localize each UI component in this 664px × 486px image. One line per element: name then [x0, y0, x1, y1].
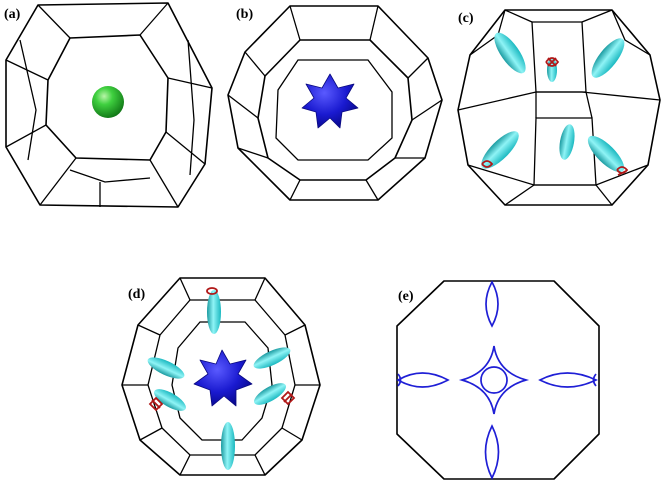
electron-pocket: [587, 135, 625, 173]
pocket-tip-marker: [616, 166, 629, 176]
panel-label-a: (a): [4, 7, 21, 22]
panel-b: (b): [227, 5, 443, 201]
electron-pocket: [481, 131, 519, 169]
brillouin-zone-cross-section: [396, 280, 600, 480]
pocket-tip-marker: [481, 160, 494, 168]
electron-pockets-c: [481, 32, 625, 173]
pocket-contour-left-tip: [397, 373, 402, 387]
pocket-contour-top: [485, 280, 499, 328]
pocket-contour-bottom: [484, 424, 500, 480]
electron-pocket: [559, 124, 575, 160]
star-contour: [458, 345, 530, 415]
panel-c: (c): [457, 9, 661, 206]
pocket-tip-marker: [280, 390, 296, 406]
pocket-tip-marker: [545, 57, 560, 67]
electron-pockets-d: [147, 290, 291, 470]
panel-e: (e): [396, 280, 600, 480]
inner-circle-contour: [480, 366, 508, 394]
pocket-contour-left: [396, 372, 450, 388]
star-shaped-fermi-surface: [193, 349, 253, 407]
electron-pocket: [253, 347, 291, 369]
pocket-tips-d: [148, 287, 296, 412]
brillouin-zone-wireframe-d: [121, 277, 321, 476]
pocket-contour-right-tip: [592, 373, 597, 387]
electron-pocket: [254, 383, 286, 405]
panel-label-b: (b): [236, 7, 253, 22]
pocket-contour-right: [538, 372, 598, 388]
panel-label-c: (c): [458, 11, 474, 26]
electron-pocket: [591, 38, 625, 78]
electron-pocket: [494, 32, 526, 74]
electron-pocket: [154, 389, 186, 411]
fermi-contours-e: [396, 280, 598, 480]
pocket-tip-marker: [148, 396, 164, 412]
brillouin-zone-wireframe-a: [5, 2, 213, 208]
star-shaped-fermi-surface: [301, 73, 359, 129]
electron-pocket: [207, 290, 221, 334]
electron-pocket: [147, 357, 185, 379]
panel-label-e: (e): [398, 289, 414, 304]
brillouin-zone-wireframe-c: [457, 9, 661, 206]
electron-pocket: [221, 422, 235, 470]
panel-a: (a): [4, 2, 213, 208]
panel-label-d: (d): [128, 287, 145, 302]
pocket-tips-c: [481, 57, 629, 176]
pocket-tip-marker: [206, 287, 218, 295]
panel-d: (d): [121, 277, 321, 476]
fermi-sphere: [92, 86, 124, 118]
brillouin-zone-wireframe-b: [227, 5, 443, 201]
